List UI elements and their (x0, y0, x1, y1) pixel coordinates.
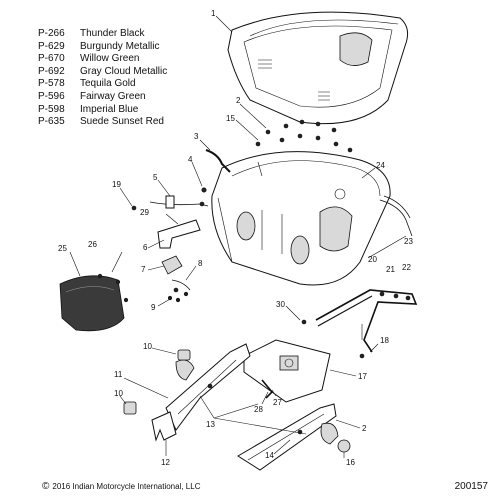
diagram-id: 200157 (454, 481, 488, 492)
legend-row: P-629 Burgundy Metallic (38, 41, 167, 54)
callout-25: 25 (58, 244, 67, 253)
legend-row: P-692 Gray Cloud Metallic (38, 66, 167, 79)
legend-code: P-266 (38, 28, 65, 39)
callout-24: 24 (376, 161, 385, 170)
callout-7: 7 (141, 265, 146, 274)
mounting-bracket (157, 219, 201, 249)
callout-26: 26 (88, 240, 97, 249)
legend-color-name: Burgundy Metallic (80, 40, 160, 52)
callout-28: 28 (254, 405, 263, 414)
callout-11: 11 (114, 370, 123, 379)
trunk-base (211, 151, 391, 286)
legend-color-name: Tequila Gold (80, 78, 136, 90)
callout-2: 2 (236, 96, 241, 105)
legend-row: P-635 Suede Sunset Red (38, 116, 167, 129)
legend-color-name: Gray Cloud Metallic (80, 65, 168, 77)
cable-assembly (149, 201, 209, 207)
callout-23: 23 (404, 237, 413, 246)
legend-code: P-578 (38, 78, 65, 90)
callout-14: 14 (265, 451, 274, 460)
callout-15: 15 (226, 114, 235, 123)
callout-2b: 2 (362, 424, 367, 433)
callout-19: 19 (112, 180, 121, 189)
callout-18: 18 (380, 336, 389, 345)
fork-clamp (151, 411, 177, 442)
copyright-notice: © 2016 Indian Motorcycle International, … (42, 481, 200, 492)
callout-17: 17 (358, 372, 367, 381)
legend-row: P-596 Fairway Green (38, 91, 167, 104)
trim-strip (379, 199, 413, 237)
paint-color-legend: P-266 Thunder Black P-629 Burgundy Metalli… (38, 28, 167, 129)
legend-row: P-670 Willow Green (38, 53, 167, 66)
legend-row: P-598 Imperial Blue (38, 104, 167, 117)
rear-luggage-rack (315, 289, 418, 353)
callout-3: 3 (194, 132, 199, 141)
legend-color-name: Fairway Green (80, 90, 146, 102)
callout-27: 27 (273, 398, 282, 407)
strap (261, 379, 274, 399)
legend-color-name: Imperial Blue (80, 103, 139, 115)
callout-22: 22 (402, 263, 411, 272)
callout-13: 13 (206, 420, 215, 429)
legend-color-name: Thunder Black (80, 28, 145, 39)
legend-code: P-596 (38, 90, 65, 102)
callout-6: 6 (143, 243, 148, 252)
callout-10b: 10 (114, 389, 123, 398)
callout-16: 16 (346, 458, 355, 467)
bushing-bottom (123, 401, 137, 415)
callout-8: 8 (198, 259, 203, 268)
legend-code: P-629 (38, 40, 65, 52)
callout-4: 4 (188, 155, 193, 164)
callout-labels: 1 2 3 4 5 6 7 8 9 10 11 12 13 14 15 16 1… (58, 9, 413, 467)
copyright-icon: © (42, 481, 50, 492)
legend-color-name: Suede Sunset Red (80, 116, 164, 128)
copyright-text: 2016 Indian Motorcycle International, LL… (52, 482, 201, 491)
legend-color-name: Willow Green (80, 53, 140, 65)
callout-21: 21 (386, 265, 395, 274)
callout-29: 29 (140, 208, 149, 217)
legend-row: P-266 Thunder Black (38, 28, 167, 41)
leader-lines (69, 15, 407, 458)
callout-20: 20 (368, 255, 377, 264)
latch (161, 255, 183, 275)
callout-10: 10 (143, 342, 152, 351)
legend-code: P-692 (38, 65, 65, 77)
callout-5: 5 (153, 173, 158, 182)
callout-9: 9 (151, 303, 156, 312)
callout-30: 30 (276, 300, 285, 309)
grommet (337, 439, 351, 453)
right-frame-rail (237, 403, 339, 471)
mounting-plate (243, 339, 331, 403)
legend-code: P-635 (38, 116, 65, 128)
rear-pad (59, 275, 125, 332)
fasteners-top (255, 119, 353, 153)
left-frame-rail (165, 343, 251, 431)
legend-row: P-578 Tequila Gold (38, 78, 167, 91)
legend-code: P-670 (38, 53, 65, 65)
callout-12: 12 (161, 458, 170, 467)
callout-1: 1 (211, 9, 216, 18)
legend-code: P-598 (38, 103, 65, 115)
bushing-top (177, 349, 191, 361)
trunk-lid (227, 11, 409, 125)
bent-rod (205, 149, 231, 173)
